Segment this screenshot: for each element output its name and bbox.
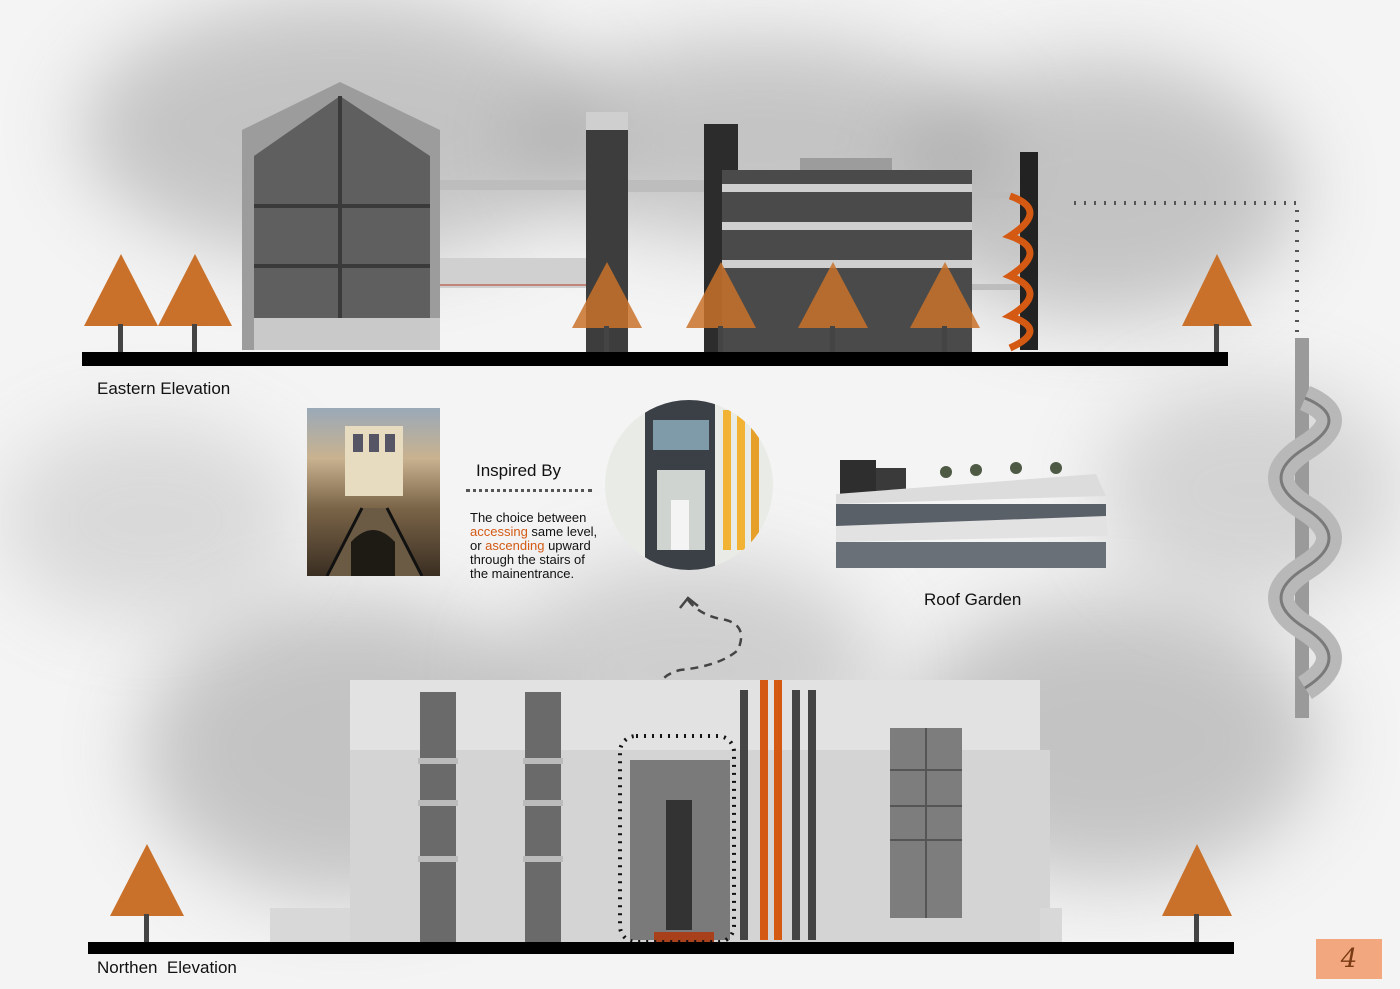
tree-icon [84,254,158,352]
tree-icon [910,262,980,352]
inspiration-photo [307,408,440,576]
page-number-badge: 4 [1316,939,1382,979]
dashed-arrow-icon [656,596,743,707]
description-text: The choice between accessing same level,… [470,510,598,581]
eastern-elevation-title: Eastern Elevation [97,379,231,398]
inspired-by-heading: Inspired By [476,461,562,480]
roof-garden-caption: Roof Garden [924,590,1022,609]
tree-icon [798,262,868,352]
tree-icon [572,262,642,352]
entrance-render-circle [605,400,773,570]
tree-icon [686,262,756,352]
northern-ground-line [88,942,1234,954]
eastern-ground-line [82,352,1228,366]
spiral-stair-icon [1268,338,1342,718]
northern-elevation-title: Northen Elevation [97,958,237,977]
tree-icon [1182,254,1252,352]
roof-garden-render [826,456,1112,572]
tree-icon [158,254,232,352]
heading-dotted-divider [466,489,592,492]
eastern-elevation-drawing [242,82,1299,370]
tree-icon [1162,844,1232,942]
tree-icon [110,844,184,942]
northern-elevation-drawing [270,680,1062,944]
